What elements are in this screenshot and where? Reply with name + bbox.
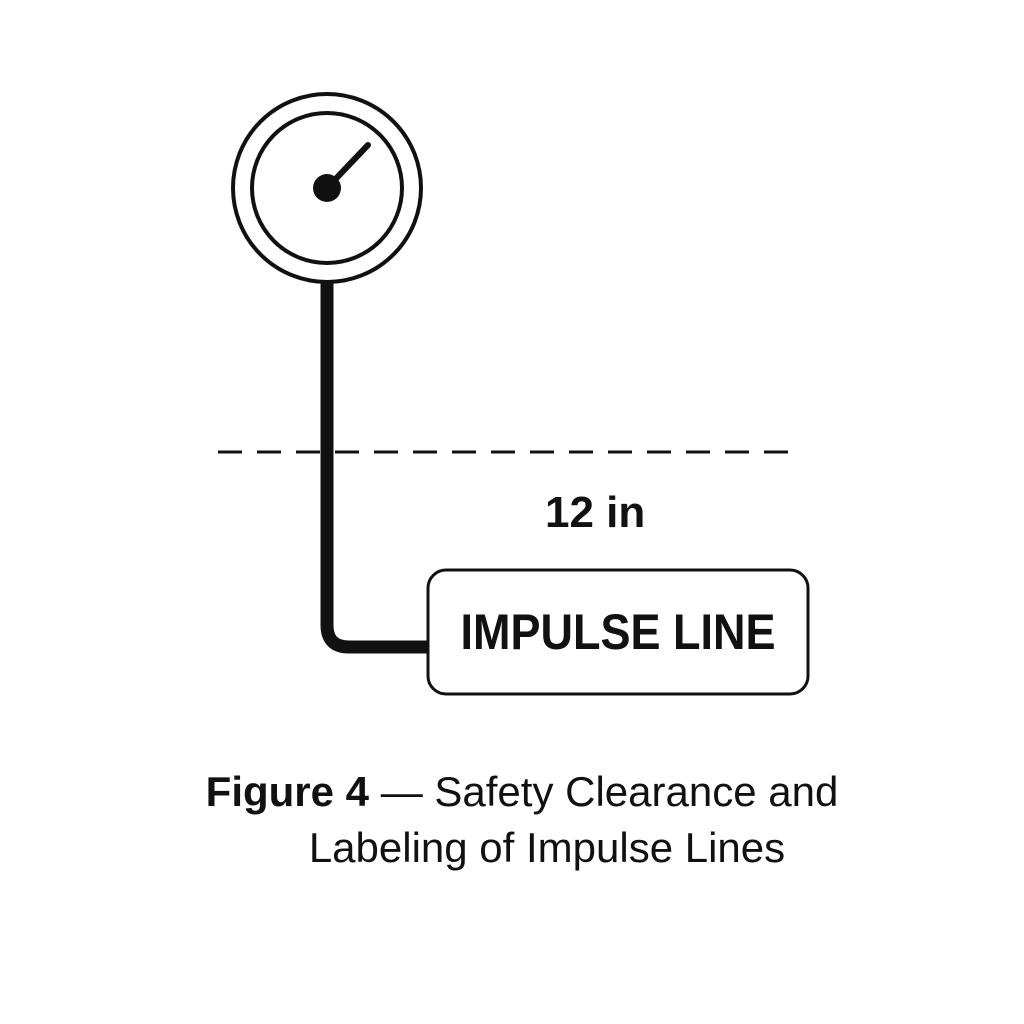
gauge-pivot (313, 174, 341, 202)
figure-number: Figure 4 (205, 768, 370, 815)
gauge-inner-ring (250, 111, 404, 265)
impulse-line-pipe (320, 282, 430, 654)
impulse-line-label: IMPULSE LINE (460, 604, 776, 660)
figure-caption-line2: Labeling of Impulse Lines (308, 824, 786, 871)
figure-caption-line1: Figure 4 — Safety Clearance and (0, 768, 1024, 816)
caption-dash: — (369, 768, 435, 815)
clearance-dimension: 12 in (545, 488, 646, 537)
caption-text: Safety Clearance and (434, 768, 839, 815)
label-box (426, 568, 810, 696)
